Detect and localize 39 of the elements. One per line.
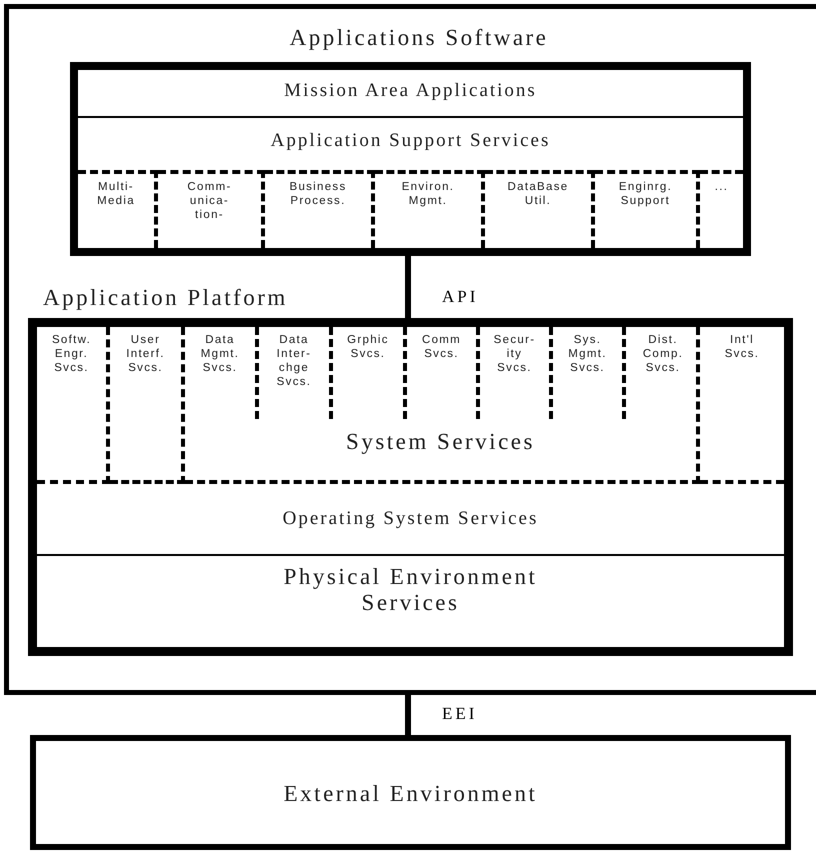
service-box [110, 327, 185, 484]
service-label: Sys. Mgmt. Svcs. [568, 333, 607, 375]
layer-label: Mission Area Applications [284, 80, 537, 101]
service-label: Business Process. [289, 180, 347, 208]
service-box [375, 170, 485, 248]
service-box [158, 170, 265, 248]
connector-line [405, 256, 411, 318]
panel-heading: System Services [346, 429, 535, 454]
service-label: Comm Svcs. [422, 333, 462, 361]
service-label: Int'l Svcs. [724, 333, 760, 361]
service-label: Comm- unica- tion- [187, 180, 232, 222]
software-frame [4, 4, 816, 695]
service-label: Secur- ity Svcs. [494, 333, 536, 375]
service-label: User Interf. Svcs. [126, 333, 165, 375]
frame-heading: Applications Software [290, 25, 548, 50]
connector-line [405, 695, 411, 735]
service-label: DataBase Util. [508, 180, 568, 208]
environment-box [30, 735, 791, 850]
system-services-panel [185, 327, 700, 484]
service-label: Grphic Svcs. [347, 333, 389, 361]
service-box [265, 170, 375, 248]
service-label: Dist. Comp. Svcs. [642, 333, 684, 375]
layer-label: Operating System Services [282, 508, 538, 529]
layer-label: Physical Environment Services [282, 564, 538, 616]
box-label: External Environment [284, 781, 538, 806]
service-label: Softw. Engr. Svcs. [52, 333, 92, 375]
service-label: Enginrg. Support [618, 180, 672, 208]
service-label: Multi- Media [97, 180, 135, 208]
service-label: Environ. Mgmt. [402, 180, 454, 208]
service-box [78, 170, 158, 248]
service-label: ... [714, 180, 728, 194]
service-box [485, 170, 595, 248]
service-box [37, 327, 110, 484]
frame-heading: Application Platform [43, 285, 288, 310]
service-label: Data Mgmt. Svcs. [200, 333, 240, 375]
service-label: Data Inter- chge Svcs. [276, 333, 312, 389]
application-layer-frame [70, 62, 751, 256]
service-box [595, 170, 700, 248]
panel-heading: Application Support Services [270, 130, 550, 151]
